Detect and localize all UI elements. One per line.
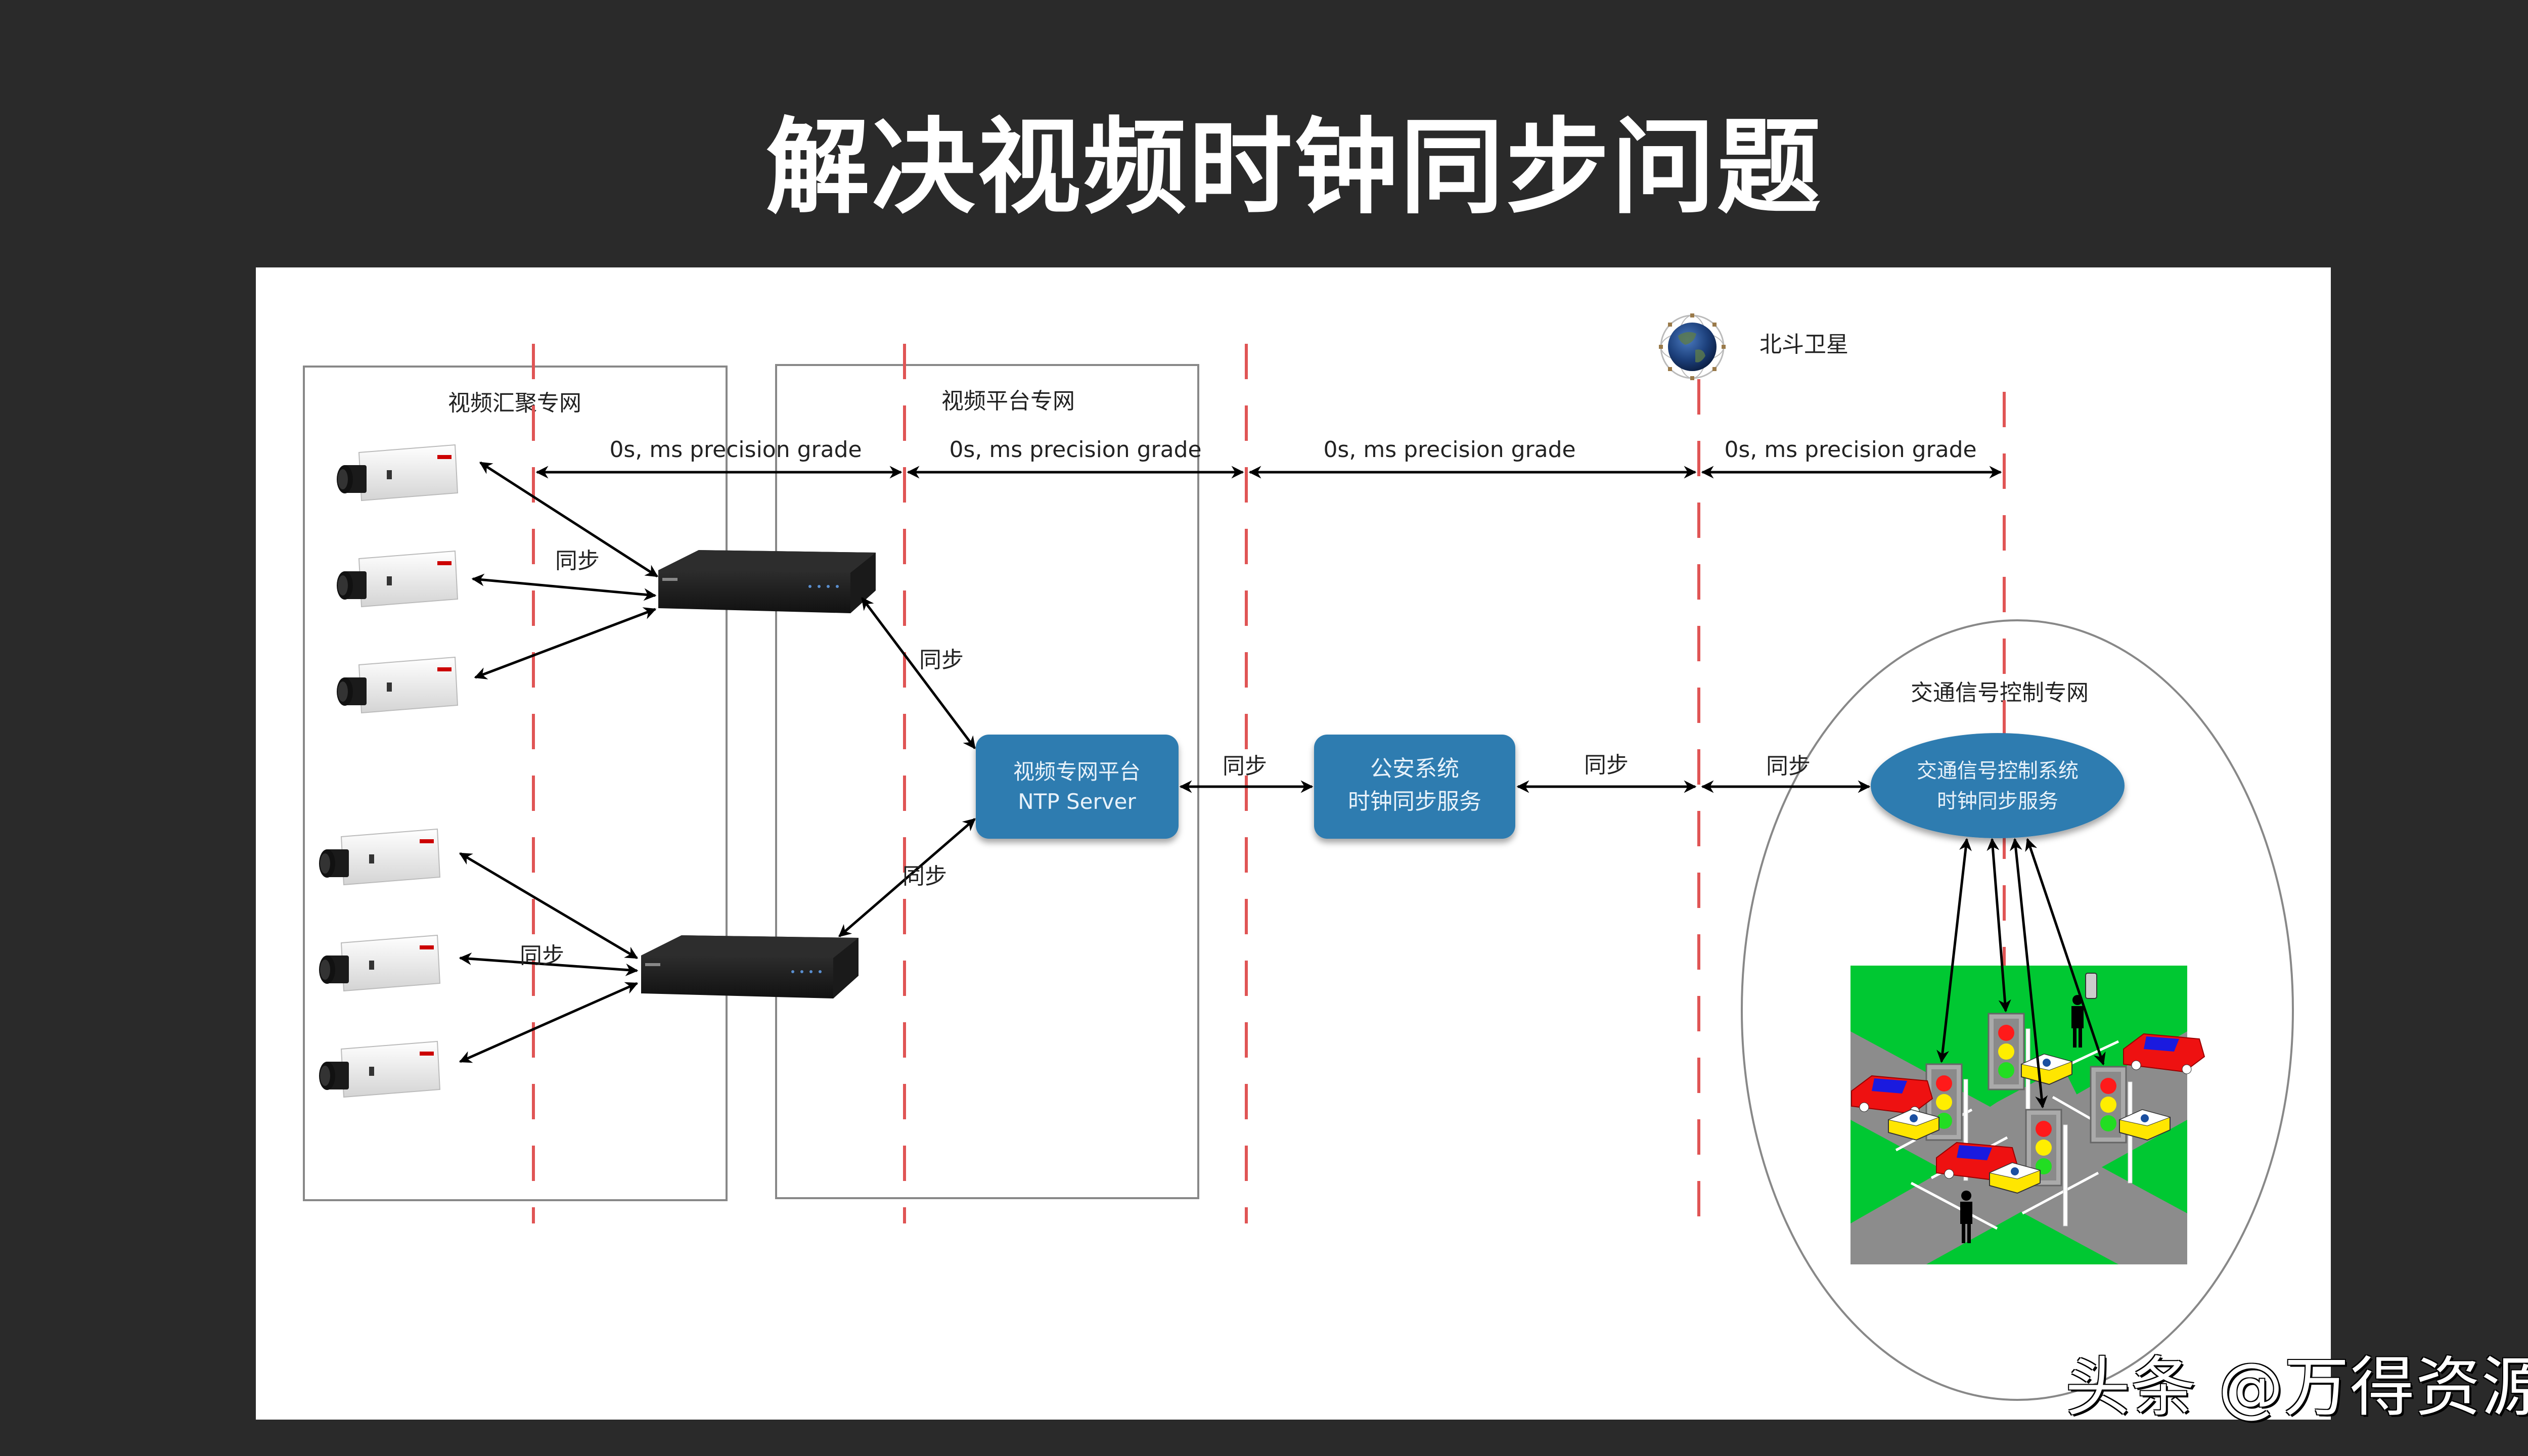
boundary-lines xyxy=(532,344,2006,1223)
watermark: 头条 @万得资源 xyxy=(2065,1350,2528,1425)
precision-label-2: 0s, ms precision grade xyxy=(949,437,1201,463)
zone-box-video-aggregation xyxy=(303,366,728,1201)
nvr-recorder-icon xyxy=(641,935,859,998)
zone-ellipse-traffic-signal xyxy=(1741,619,2294,1401)
sync-arrow xyxy=(838,818,976,937)
node-platform-line1: 视频专网平台 xyxy=(1013,759,1141,784)
zone-label-video-platform: 视频平台专网 xyxy=(941,388,1075,414)
node-police-clock-sync[interactable] xyxy=(1314,735,1515,839)
sync-arrow xyxy=(1987,838,2011,1013)
sync-arrow xyxy=(459,952,639,976)
ip-camera-icon xyxy=(319,935,440,991)
traffic-intersection-illustration xyxy=(1850,966,2205,1264)
sync-arrow xyxy=(2025,838,2106,1066)
car-icon xyxy=(2123,1033,2205,1074)
sync-label: 同步 xyxy=(1584,752,1629,778)
sync-label: 同步 xyxy=(902,863,947,889)
sync-arrow xyxy=(471,573,657,601)
zone-label-video-aggregation: 视频汇聚专网 xyxy=(448,390,581,416)
ip-camera-icon xyxy=(319,829,440,885)
globe-satellite-icon xyxy=(1659,313,1726,380)
sync-label: 同步 xyxy=(1766,753,1811,779)
satellite-label: 北斗卫星 xyxy=(1759,332,1848,357)
node-platform-line2: NTP Server xyxy=(1018,789,1136,814)
sync-arrow xyxy=(479,461,659,578)
sync-arrow xyxy=(459,852,639,960)
sync-arrow xyxy=(861,597,976,749)
precision-label-1: 0s, ms precision grade xyxy=(609,437,862,463)
ip-camera-icon xyxy=(336,444,458,501)
node-traffic-clock-sync[interactable] xyxy=(1871,733,2125,838)
node-video-platform-ntp[interactable] xyxy=(976,735,1179,839)
ip-camera-icon xyxy=(319,1041,440,1098)
phone-icon xyxy=(2085,973,2097,999)
sync-label: 同步 xyxy=(555,548,600,574)
node-police-line2: 时钟同步服务 xyxy=(1348,789,1481,814)
slide-title: 解决视频时钟同步问题 xyxy=(766,108,1823,228)
ip-camera-icon xyxy=(336,551,458,607)
ip-camera-icon xyxy=(336,657,458,713)
sync-arrow xyxy=(1936,838,1972,1063)
sync-label: 同步 xyxy=(520,943,564,969)
node-traffic-line2: 时钟同步服务 xyxy=(1937,790,2058,813)
sync-label: 同步 xyxy=(1223,753,1267,779)
zone-label-traffic-signal: 交通信号控制专网 xyxy=(1911,680,2089,706)
node-police-line1: 公安系统 xyxy=(1370,756,1459,782)
sync-arrow xyxy=(474,607,657,679)
precision-label-4: 0s, ms precision grade xyxy=(1724,437,1976,463)
precision-label-3: 0s, ms precision grade xyxy=(1323,437,1575,463)
sync-label: 同步 xyxy=(919,647,964,673)
nvr-recorder-icon xyxy=(658,550,876,613)
node-traffic-line1: 交通信号控制系统 xyxy=(1917,759,2079,783)
sync-arrow xyxy=(459,982,639,1063)
